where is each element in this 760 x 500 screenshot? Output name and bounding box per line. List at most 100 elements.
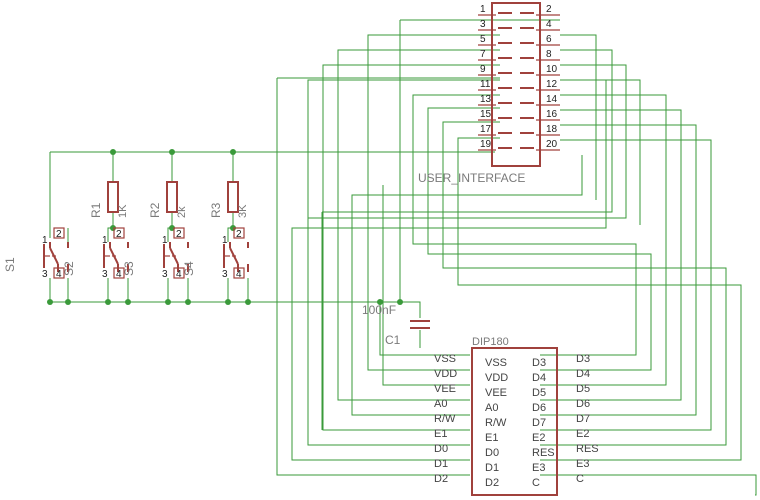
connector-pin-number: 17 (480, 124, 492, 135)
switch-pin-box (53, 227, 65, 239)
resistor-value: 1K (117, 204, 129, 218)
net-label: VSS (434, 353, 456, 365)
net-label: D0 (434, 443, 448, 455)
switch-pin-number: 1 (162, 235, 168, 246)
switch-pin-number: 2 (116, 229, 122, 240)
connector-pin-number: 1 (480, 4, 486, 15)
resistor-ref: R1 (89, 202, 103, 218)
lcd-pin-label: D0 (485, 447, 499, 459)
lcd-pin-label: VDD (485, 372, 508, 384)
lcd-pin-label: D1 (485, 462, 499, 474)
net-label: D2 (434, 473, 448, 485)
net-label: D6 (576, 398, 590, 410)
switch-lever (229, 247, 239, 265)
lcd-body (471, 347, 558, 496)
switch-ref: S1 (3, 257, 17, 272)
switch-pin-number: 2 (236, 229, 242, 240)
net-label: D7 (576, 413, 590, 425)
net-label: VDD (434, 368, 457, 380)
switch-pin-number: 2 (56, 229, 62, 240)
connector-pin-number: 5 (480, 34, 486, 45)
resistor-r1: R1 1K (89, 181, 129, 218)
lcd-pin-label: D3 (532, 357, 546, 369)
lcd-pin-label: D7 (532, 417, 546, 429)
connector-pin-number: 18 (546, 124, 558, 135)
net-label: D3 (576, 353, 590, 365)
resistor-value: 3K (237, 204, 249, 218)
switch-pin-number: 4 (236, 269, 242, 280)
connector-pin-number: 9 (480, 64, 486, 75)
resistor-value: 2k (176, 206, 188, 218)
connector-pin-number: 6 (546, 34, 552, 45)
switch-pin-number: 4 (116, 269, 122, 280)
switch-pin-box (173, 227, 185, 239)
connector-pin-number: 19 (480, 139, 492, 150)
net-label: E2 (576, 428, 589, 440)
connector-pin-number: 11 (480, 79, 491, 90)
resistor-r3: R3 3K (209, 181, 249, 218)
connector-pin-number: 4 (546, 19, 552, 30)
connector-body (491, 2, 541, 167)
switch-lever (49, 247, 59, 265)
switch-ref: S4 (182, 261, 196, 276)
lcd-pin-label: D4 (532, 372, 546, 384)
connector-pin-number: 8 (546, 49, 552, 60)
switch-ref: S3 (122, 261, 136, 276)
resistor-ref: R2 (148, 202, 162, 218)
switch-lever (169, 247, 179, 265)
connector-pin-number: 7 (480, 49, 486, 60)
switch-pin-box (113, 227, 125, 239)
switch-pin-number: 2 (176, 229, 182, 240)
switch-pin-number: 4 (56, 269, 62, 280)
switch-ref: S2 (62, 261, 76, 276)
switch-pin-number: 1 (222, 235, 228, 246)
connector-pin-number: 3 (480, 19, 486, 30)
lcd-pin-label: D6 (532, 402, 546, 414)
capacitor-value: 100nF (362, 303, 396, 317)
lcd-pin-label: E3 (532, 462, 545, 474)
lcd-pin-label: E2 (532, 432, 545, 444)
connector-name: USER_INTERFACE (418, 171, 525, 185)
switch-lever (109, 247, 119, 265)
net-label: E1 (434, 428, 447, 440)
capacitor-c1: 100nF C1 (362, 303, 430, 347)
connector-pin-number: 20 (546, 139, 558, 150)
connector-pin-number: 2 (546, 4, 552, 15)
lcd-pin-label: E1 (485, 432, 498, 444)
wires (49, 19, 757, 496)
lcd-pin-label: RES (532, 447, 555, 459)
resistors: R1 1K R2 2k R3 3K (89, 181, 249, 218)
net-label: C (576, 473, 584, 485)
connector-pin-number: 15 (480, 109, 492, 120)
lcd-pin-label: VSS (485, 357, 507, 369)
lcd-pin-label: A0 (485, 402, 498, 414)
switch-pin-box (233, 227, 245, 239)
net-label: E3 (576, 458, 589, 470)
connector-pin-number: 10 (546, 64, 558, 75)
lcd-pin-label: VEE (485, 387, 507, 399)
switch-pin-number: 3 (102, 269, 108, 280)
lcd-name: DIP180 (472, 336, 509, 348)
connector-pin-number: 13 (480, 94, 492, 105)
lcd-pin-label: D2 (485, 477, 499, 489)
lcd-pin-label: R/W (485, 417, 507, 429)
switch-pin-number: 1 (42, 235, 48, 246)
connector-pin-number: 14 (546, 94, 558, 105)
resistor-ref: R3 (209, 202, 223, 218)
resistor-body (227, 181, 239, 213)
net-label: VEE (434, 383, 456, 395)
connector-pin-number: 16 (546, 109, 558, 120)
junctions (47, 149, 403, 305)
switch-pin-number: 3 (222, 269, 228, 280)
switch-pin-number: 3 (162, 269, 168, 280)
